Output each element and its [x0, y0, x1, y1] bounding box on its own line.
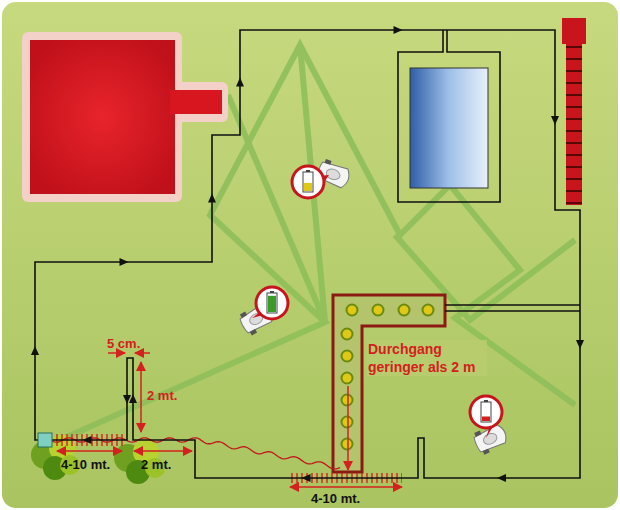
charging-station: [38, 433, 52, 447]
hatched-zones: [55, 434, 402, 483]
dimension-label: 2 mt.: [146, 388, 178, 403]
house: [22, 32, 228, 202]
wire-arrows: [31, 26, 584, 482]
flower-bed: [333, 295, 445, 472]
dimension-label: 5 cm.: [106, 336, 141, 351]
dimension-arrows: [57, 353, 402, 487]
robot-mowers: [237, 158, 509, 456]
boundary-wire: [35, 30, 580, 478]
pool-wire: [398, 30, 580, 311]
dimension-label: 2 mt.: [140, 457, 172, 472]
fence: [566, 20, 582, 205]
pool: [410, 68, 488, 188]
fence-post: [562, 18, 586, 44]
dimension-label: 4-10 mt.: [310, 491, 361, 506]
dimension-label: 4-10 mt.: [60, 457, 111, 472]
passage-note: Durchgang geringer als 2 m: [367, 340, 487, 376]
